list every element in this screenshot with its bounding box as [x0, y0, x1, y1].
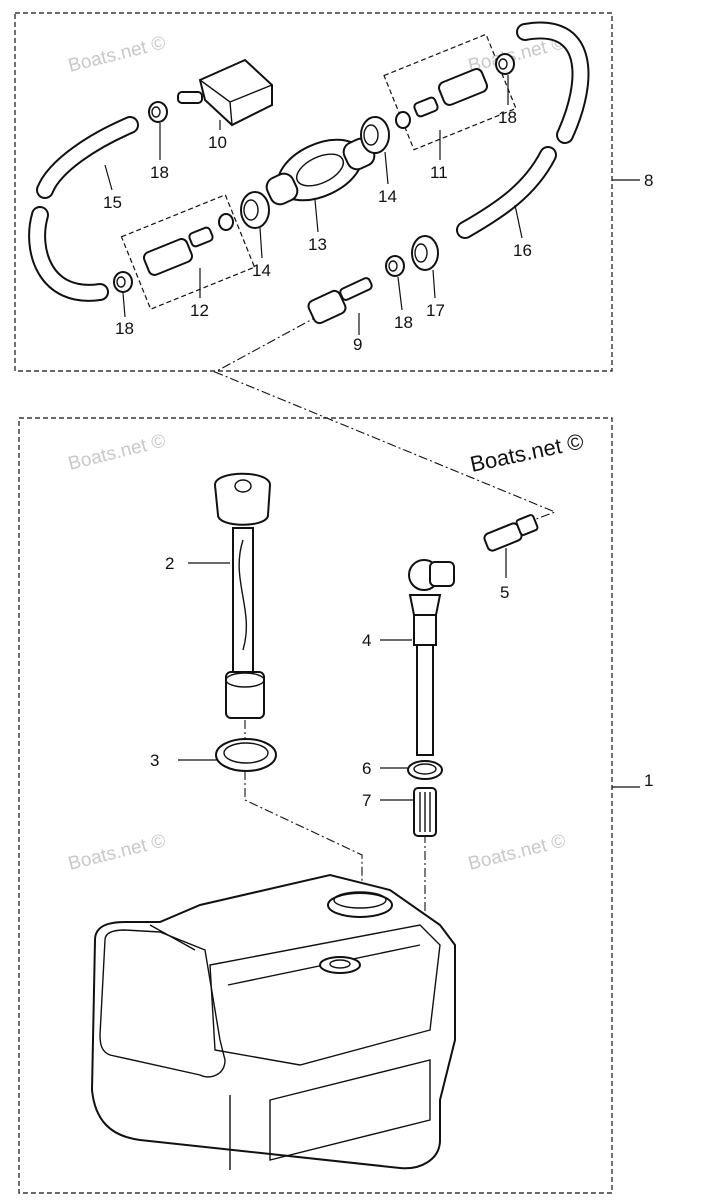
label-part-18: 18 [498, 108, 517, 127]
watermark: Boats.net © [66, 32, 168, 76]
fuel-tank-assembly-box [18, 417, 613, 1194]
label-part-18: 18 [150, 163, 169, 182]
clip-part-18 [385, 255, 405, 277]
clip-part-18 [495, 53, 515, 75]
watermark: Boats.net © [66, 430, 168, 474]
clamp-part-17 [411, 235, 439, 271]
label-part-14: 14 [252, 261, 271, 280]
o-ring-part-6 [407, 760, 443, 780]
clamp-part-14 [240, 191, 270, 229]
label-part-2: 2 [165, 554, 174, 573]
primer-bulb-part-13 [265, 137, 376, 206]
label-part-12: 12 [190, 301, 209, 320]
label-part-1: 1 [644, 771, 653, 790]
watermark: Boats.net © [66, 830, 168, 874]
watermark-main: Boats.net © [468, 428, 586, 476]
pickup-elbow-part-4 [408, 559, 455, 756]
fuel-tank-part-1 [90, 873, 456, 1170]
label-part-6: 6 [362, 759, 371, 778]
connection-line [213, 314, 557, 526]
fuel-fitting-part-5 [483, 514, 539, 552]
plug-part-10 [177, 58, 273, 127]
filter-part-7 [413, 787, 437, 837]
leader-lines [104, 75, 640, 801]
watermark: Boats.net © [466, 830, 568, 874]
hose-part-15 [28, 116, 139, 302]
label-part-17: 17 [426, 301, 445, 320]
label-part-5: 5 [500, 583, 509, 602]
label-part-16: 16 [513, 241, 532, 260]
label-part-9: 9 [353, 335, 362, 354]
connector-part-12 [142, 213, 234, 276]
label-part-11: 11 [430, 163, 448, 182]
part-12-group-box [120, 194, 256, 310]
label-part-13: 13 [308, 235, 327, 254]
clip-part-18 [148, 101, 168, 123]
label-part-18: 18 [115, 319, 134, 338]
fuel-gauge-part-2 [213, 472, 272, 719]
label-part-4: 4 [362, 631, 371, 650]
label-part-8: 8 [644, 171, 653, 190]
clamp-part-14 [360, 116, 390, 154]
label-part-10: 10 [208, 133, 227, 152]
label-part-15: 15 [103, 193, 122, 212]
hose-fitting-part-9 [307, 277, 373, 325]
clip-part-18 [113, 271, 133, 293]
label-part-14: 14 [378, 187, 397, 206]
label-part-18: 18 [394, 313, 413, 332]
label-part-7: 7 [362, 791, 371, 810]
gasket-part-3 [215, 738, 277, 772]
connector-part-11 [395, 68, 489, 129]
fuel-line-assembly-box [14, 12, 613, 372]
label-part-3: 3 [150, 751, 159, 770]
hose-part-16 [456, 21, 590, 239]
